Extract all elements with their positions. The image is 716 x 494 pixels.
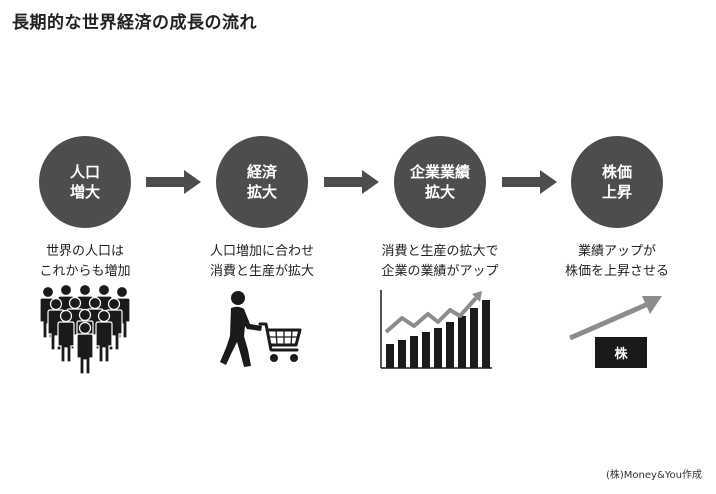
desc-line: 消費と生産が拡大 [209, 264, 314, 279]
step-description: 消費と生産の拡大で 企業の業績がアップ [355, 242, 525, 282]
circle-line-1: 企業業績 [409, 163, 470, 181]
source-credit: (株)Money&You作成 [606, 470, 702, 481]
step-description: 世界の人口は これからも増加 [0, 242, 170, 282]
crowd-icon [39, 284, 131, 375]
flow-arrow-icon [324, 170, 379, 194]
circle-line-1: 人口 [69, 163, 100, 181]
stock-box: 株 [595, 337, 647, 368]
desc-line: これからも増加 [39, 264, 131, 279]
rising-arrow-icon [569, 296, 662, 341]
page-title: 長期的な世界経済の成長の流れ [12, 13, 257, 33]
step-circle-stock-price: 株価 上昇 [571, 136, 663, 228]
shopping-cart-icon [220, 291, 302, 367]
step-description: 業績アップが 株価を上昇させる [532, 242, 702, 282]
desc-line: 人口増加に合わせ [209, 244, 314, 259]
desc-line: 消費と生産の拡大で [381, 244, 499, 259]
circle-line-1: 株価 [601, 163, 632, 181]
step-circle-population: 人口 増大 [39, 136, 131, 228]
step-circle-earnings: 企業業績 拡大 [394, 136, 486, 228]
step-description: 人口増加に合わせ 消費と生産が拡大 [177, 242, 347, 282]
stock-box-label: 株 [614, 347, 628, 362]
rising-bar-chart-icon [380, 290, 492, 369]
step-circle-economy: 経済 拡大 [216, 136, 308, 228]
desc-line: 企業の業績がアップ [381, 264, 499, 279]
circle-line-2: 拡大 [424, 183, 455, 201]
circle-line-2: 上昇 [601, 183, 632, 201]
flow-arrow-icon [502, 170, 557, 194]
flow-arrow-icon [146, 170, 201, 194]
circle-line-1: 経済 [246, 163, 277, 181]
desc-line: 業績アップが [577, 244, 656, 259]
circle-line-2: 拡大 [246, 183, 277, 201]
desc-line: 世界の人口は [45, 244, 124, 259]
circle-line-2: 増大 [69, 183, 100, 201]
desc-line: 株価を上昇させる [564, 264, 669, 279]
